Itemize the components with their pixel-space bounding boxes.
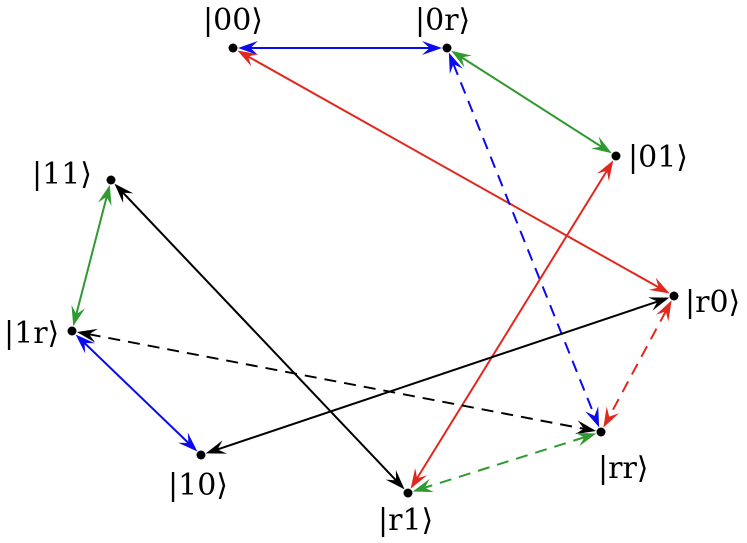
edge-line-11-r1 [121,191,398,482]
arrowhead-rr-icon [585,406,600,428]
arrowhead-11-icon [97,184,112,206]
state-label-1r: |1r⟩ [4,316,59,351]
state-node-10 [196,450,206,460]
state-node-rr [596,427,606,437]
state-label-r0: |r0⟩ [685,285,740,320]
edge-11-1r [71,184,112,327]
arrowhead-rr-icon [603,406,619,428]
arrowhead-rr-icon [575,420,597,435]
edge-line-rr-r1 [423,436,586,489]
edge-line-01-r1 [416,169,608,480]
arrowhead-r0-icon [648,297,670,311]
edge-11-r1 [114,183,405,490]
edge-line-r0-rr [608,310,667,418]
edge-00-0r [238,41,442,55]
arrowhead-r0-icon [648,277,670,294]
arrowhead-rr-icon [575,432,597,447]
state-node-0r [442,43,452,53]
arrowhead-r1-icon [385,470,405,490]
edge-line-0r-rr [452,63,596,417]
state-labels: |00⟩ |0r⟩ |01⟩ |11⟩ |1r⟩ |10⟩ |r0⟩ |rr⟩ … [4,3,740,538]
state-nodes [67,43,679,498]
transition-edges [71,41,672,493]
arrowhead-1r-icon [76,328,98,343]
edge-0r-rr [448,52,600,428]
arrowhead-10-icon [178,432,198,452]
state-label-11: |11⟩ [32,157,92,192]
edge-10-r0 [205,297,670,454]
arrowhead-10-icon [205,440,227,454]
arrowhead-01-icon [596,160,614,181]
arrowhead-0r-icon [422,41,442,55]
arrowhead-r1-icon [410,468,428,489]
arrowhead-1r-icon [71,305,86,327]
edge-00-r0 [237,50,670,294]
edge-1r-rr [76,328,597,435]
edge-line-10-r0 [216,300,659,451]
state-node-00 [228,43,238,53]
arrowhead-11-icon [114,183,134,203]
arrowhead-0r-icon [448,52,463,74]
edge-1r-10 [75,334,198,452]
state-label-rr: |rr⟩ [598,451,649,486]
state-node-01 [611,151,621,161]
arrowhead-0r-icon [451,50,472,68]
arrowhead-r0-icon [656,300,672,322]
edge-line-0r-01 [460,56,603,148]
state-label-10: |10⟩ [168,468,228,503]
arrowhead-00-icon [238,41,258,55]
state-node-r0 [669,291,679,301]
arrowhead-01-icon [591,136,612,154]
edge-line-1r-10 [83,342,190,444]
edge-line-00-r0 [247,55,660,289]
edge-line-1r-rr [88,333,585,430]
edge-line-11-1r [75,196,108,315]
arrowhead-1r-icon [75,334,95,354]
edge-01-r1 [410,160,614,489]
arrowhead-r1-icon [412,478,434,493]
arrowhead-00-icon [237,50,259,67]
state-label-01: |01⟩ [628,140,688,175]
state-node-1r [67,326,77,336]
state-node-11 [106,175,116,185]
state-node-r1 [403,488,413,498]
state-label-0r: |0r⟩ [415,3,470,38]
state-label-00: |00⟩ [203,3,263,38]
edge-0r-01 [451,50,612,154]
edge-rr-r1 [412,432,597,493]
edge-r0-rr [603,300,672,428]
state-label-r1: |r1⟩ [378,503,433,538]
